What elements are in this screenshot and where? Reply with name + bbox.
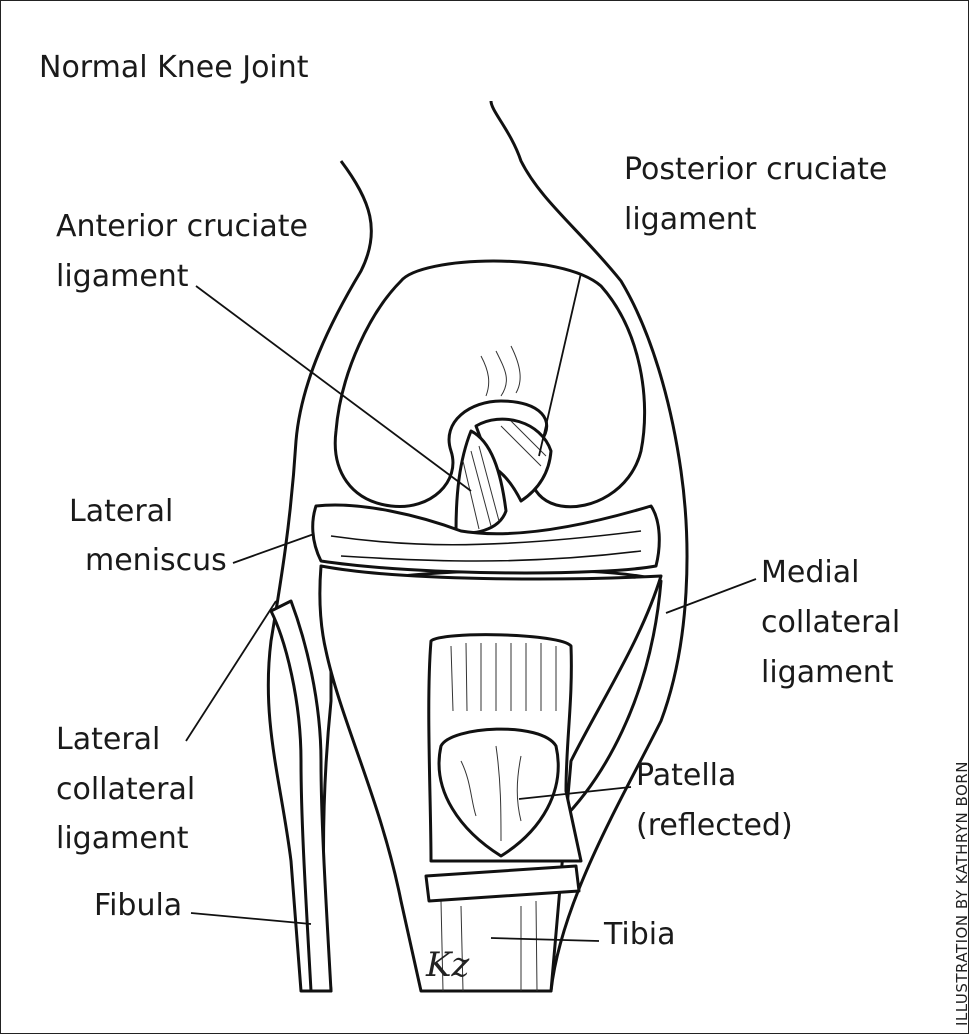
cruciate-ligaments <box>454 417 553 535</box>
fibula-leader <box>190 912 312 925</box>
label-patella: Patella(reflected) <box>636 758 793 843</box>
label-fibula: Fibula <box>94 888 182 923</box>
fibula <box>269 599 333 993</box>
pcl-leader <box>538 272 582 457</box>
diagram-title: Normal Knee Joint <box>39 50 309 85</box>
label-tibia: Tibia <box>603 917 676 952</box>
patella-leader <box>518 786 632 800</box>
tibia-leader <box>490 937 600 942</box>
lcl-leader <box>185 600 277 742</box>
illustration-credit: ILLUSTRATION BY KATHRYN BORN <box>953 761 968 1026</box>
patella-reflected <box>424 633 583 903</box>
acl-leader <box>195 285 472 492</box>
mcl-leader <box>665 578 757 614</box>
lateral-meniscus-leader <box>232 533 315 564</box>
artist-signature: Kz <box>425 945 470 985</box>
